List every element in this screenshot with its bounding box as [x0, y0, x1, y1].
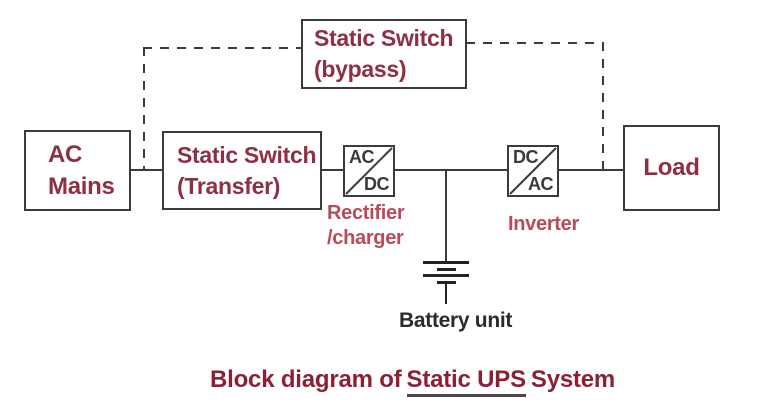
bypass-dashed-line-left-vertical	[143, 47, 145, 170]
battery-short-plate-2	[437, 281, 456, 284]
inverter-dc-label: DC	[513, 147, 539, 167]
rectifier-dc-label: DC	[364, 174, 390, 194]
ac-mains-label-line2: Mains	[48, 172, 115, 200]
battery-stub-line	[445, 284, 447, 304]
wire-mains-to-transfer	[130, 169, 164, 171]
battery-long-plate-1	[423, 261, 469, 264]
inverter-ac-label: AC	[528, 174, 554, 194]
bypass-switch-label-line1: Static Switch	[314, 25, 454, 51]
wire-inverter-to-load	[558, 169, 624, 171]
battery-short-plate-1	[437, 268, 456, 271]
diagonal-line	[345, 147, 393, 195]
ac-mains-block: AC Mains	[24, 130, 131, 211]
rectifier-annotation: Rectifier /charger	[327, 201, 405, 251]
rectifier-converter-block: AC DC	[343, 145, 395, 197]
caption-underlined: Static UPS	[406, 366, 526, 397]
battery-branch-line	[445, 171, 447, 262]
battery-long-plate-2	[423, 274, 469, 277]
inverter-converter-block: DC AC	[507, 145, 559, 197]
ac-mains-label-line1: AC	[48, 140, 83, 168]
rectifier-annotation-line1: Rectifier	[327, 202, 405, 224]
load-label: Load	[643, 154, 700, 181]
bypass-dashed-line-top-right	[466, 42, 604, 44]
diagonal-line	[509, 147, 557, 195]
caption-suffix: System	[530, 366, 616, 393]
inverter-annotation: Inverter	[508, 213, 579, 235]
transfer-switch-label-line1: Static Switch	[177, 141, 317, 168]
rectifier-annotation-line2: /charger	[327, 227, 404, 249]
wire-rectifier-to-inverter	[394, 169, 508, 171]
transfer-switch-block: Static Switch (Transfer)	[162, 131, 322, 210]
rectifier-ac-label: AC	[349, 147, 375, 167]
battery-unit-label: Battery unit	[399, 309, 513, 332]
bypass-switch-label-line2: (bypass)	[314, 56, 407, 82]
caption-prefix: Block diagram of	[210, 366, 402, 393]
bypass-dashed-line-top-left	[143, 47, 302, 49]
bypass-switch-block: Static Switch (bypass)	[301, 19, 467, 89]
bypass-dashed-line-right-vertical	[602, 42, 604, 169]
load-block: Load	[623, 125, 720, 211]
transfer-switch-label-line2: (Transfer)	[177, 172, 281, 199]
wire-transfer-to-rectifier	[320, 169, 345, 171]
